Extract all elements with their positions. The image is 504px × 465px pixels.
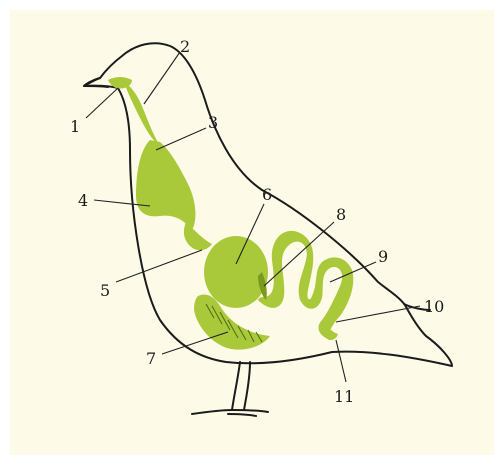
panel-background [10,10,494,455]
label-4: 4 [78,191,88,210]
gizzard [204,236,268,308]
label-1: 1 [70,117,80,136]
label-9: 9 [378,247,388,266]
label-7: 7 [146,349,156,368]
label-3: 3 [208,113,218,132]
label-11: 11 [334,387,354,406]
label-2: 2 [180,37,190,56]
label-6: 6 [262,185,272,204]
label-8: 8 [336,205,346,224]
label-5: 5 [100,281,110,300]
label-10: 10 [424,297,444,316]
